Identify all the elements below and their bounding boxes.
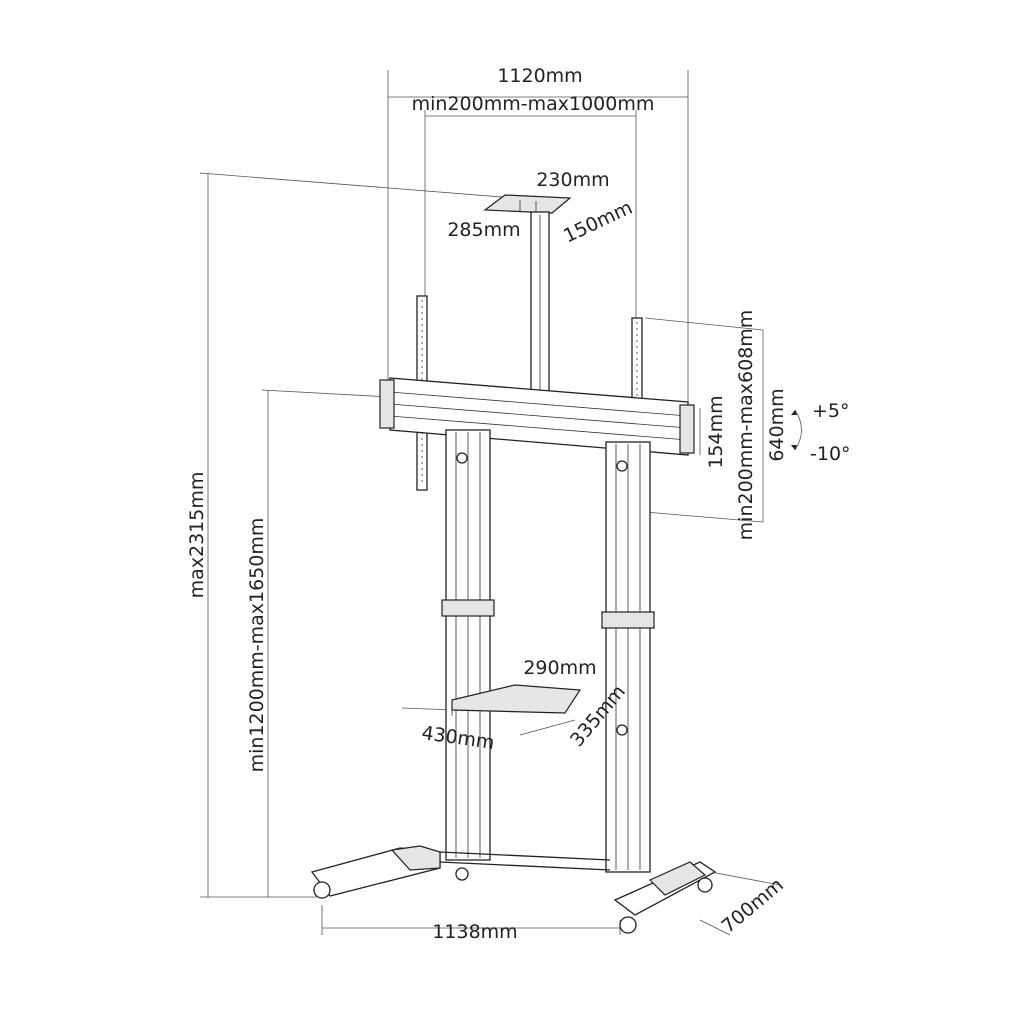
tilt-up-label: +5°	[812, 400, 850, 422]
tilt-down-label: -10°	[810, 443, 851, 465]
center-height-label: min1200mm-max1650mm	[246, 518, 268, 773]
dimension-lines	[199, 70, 802, 936]
left-column	[441, 429, 495, 861]
bracket-height-label: 154mm	[705, 395, 727, 468]
caster-wheel	[455, 867, 469, 881]
base	[310, 845, 717, 934]
right-column	[601, 441, 655, 873]
base-width-label: 1138mm	[432, 921, 517, 943]
vesa-width-label: min200mm-max1000mm	[412, 93, 655, 115]
vesa-height-label: min200mm-max608mm	[735, 310, 757, 541]
caster-wheel	[313, 881, 331, 899]
overall-width-label: 1120mm	[497, 65, 582, 87]
top-plate-width-label: 230mm	[536, 169, 609, 191]
caster-wheel	[697, 877, 713, 893]
shelf-width-label: 290mm	[523, 657, 596, 679]
top-plate-side-label: 150mm	[560, 197, 636, 248]
shelf	[451, 684, 582, 716]
max-height-label: max2315mm	[186, 472, 208, 599]
base-depth-label: 700mm	[717, 874, 787, 938]
top-plate	[483, 194, 572, 214]
dimension-labels: 1120mm min200mm-max1000mm 230mm 285mm 15…	[186, 65, 851, 943]
caster-wheel	[619, 916, 637, 934]
arm-height-label: 640mm	[766, 388, 788, 461]
top-plate-depth-label: 285mm	[447, 219, 520, 241]
